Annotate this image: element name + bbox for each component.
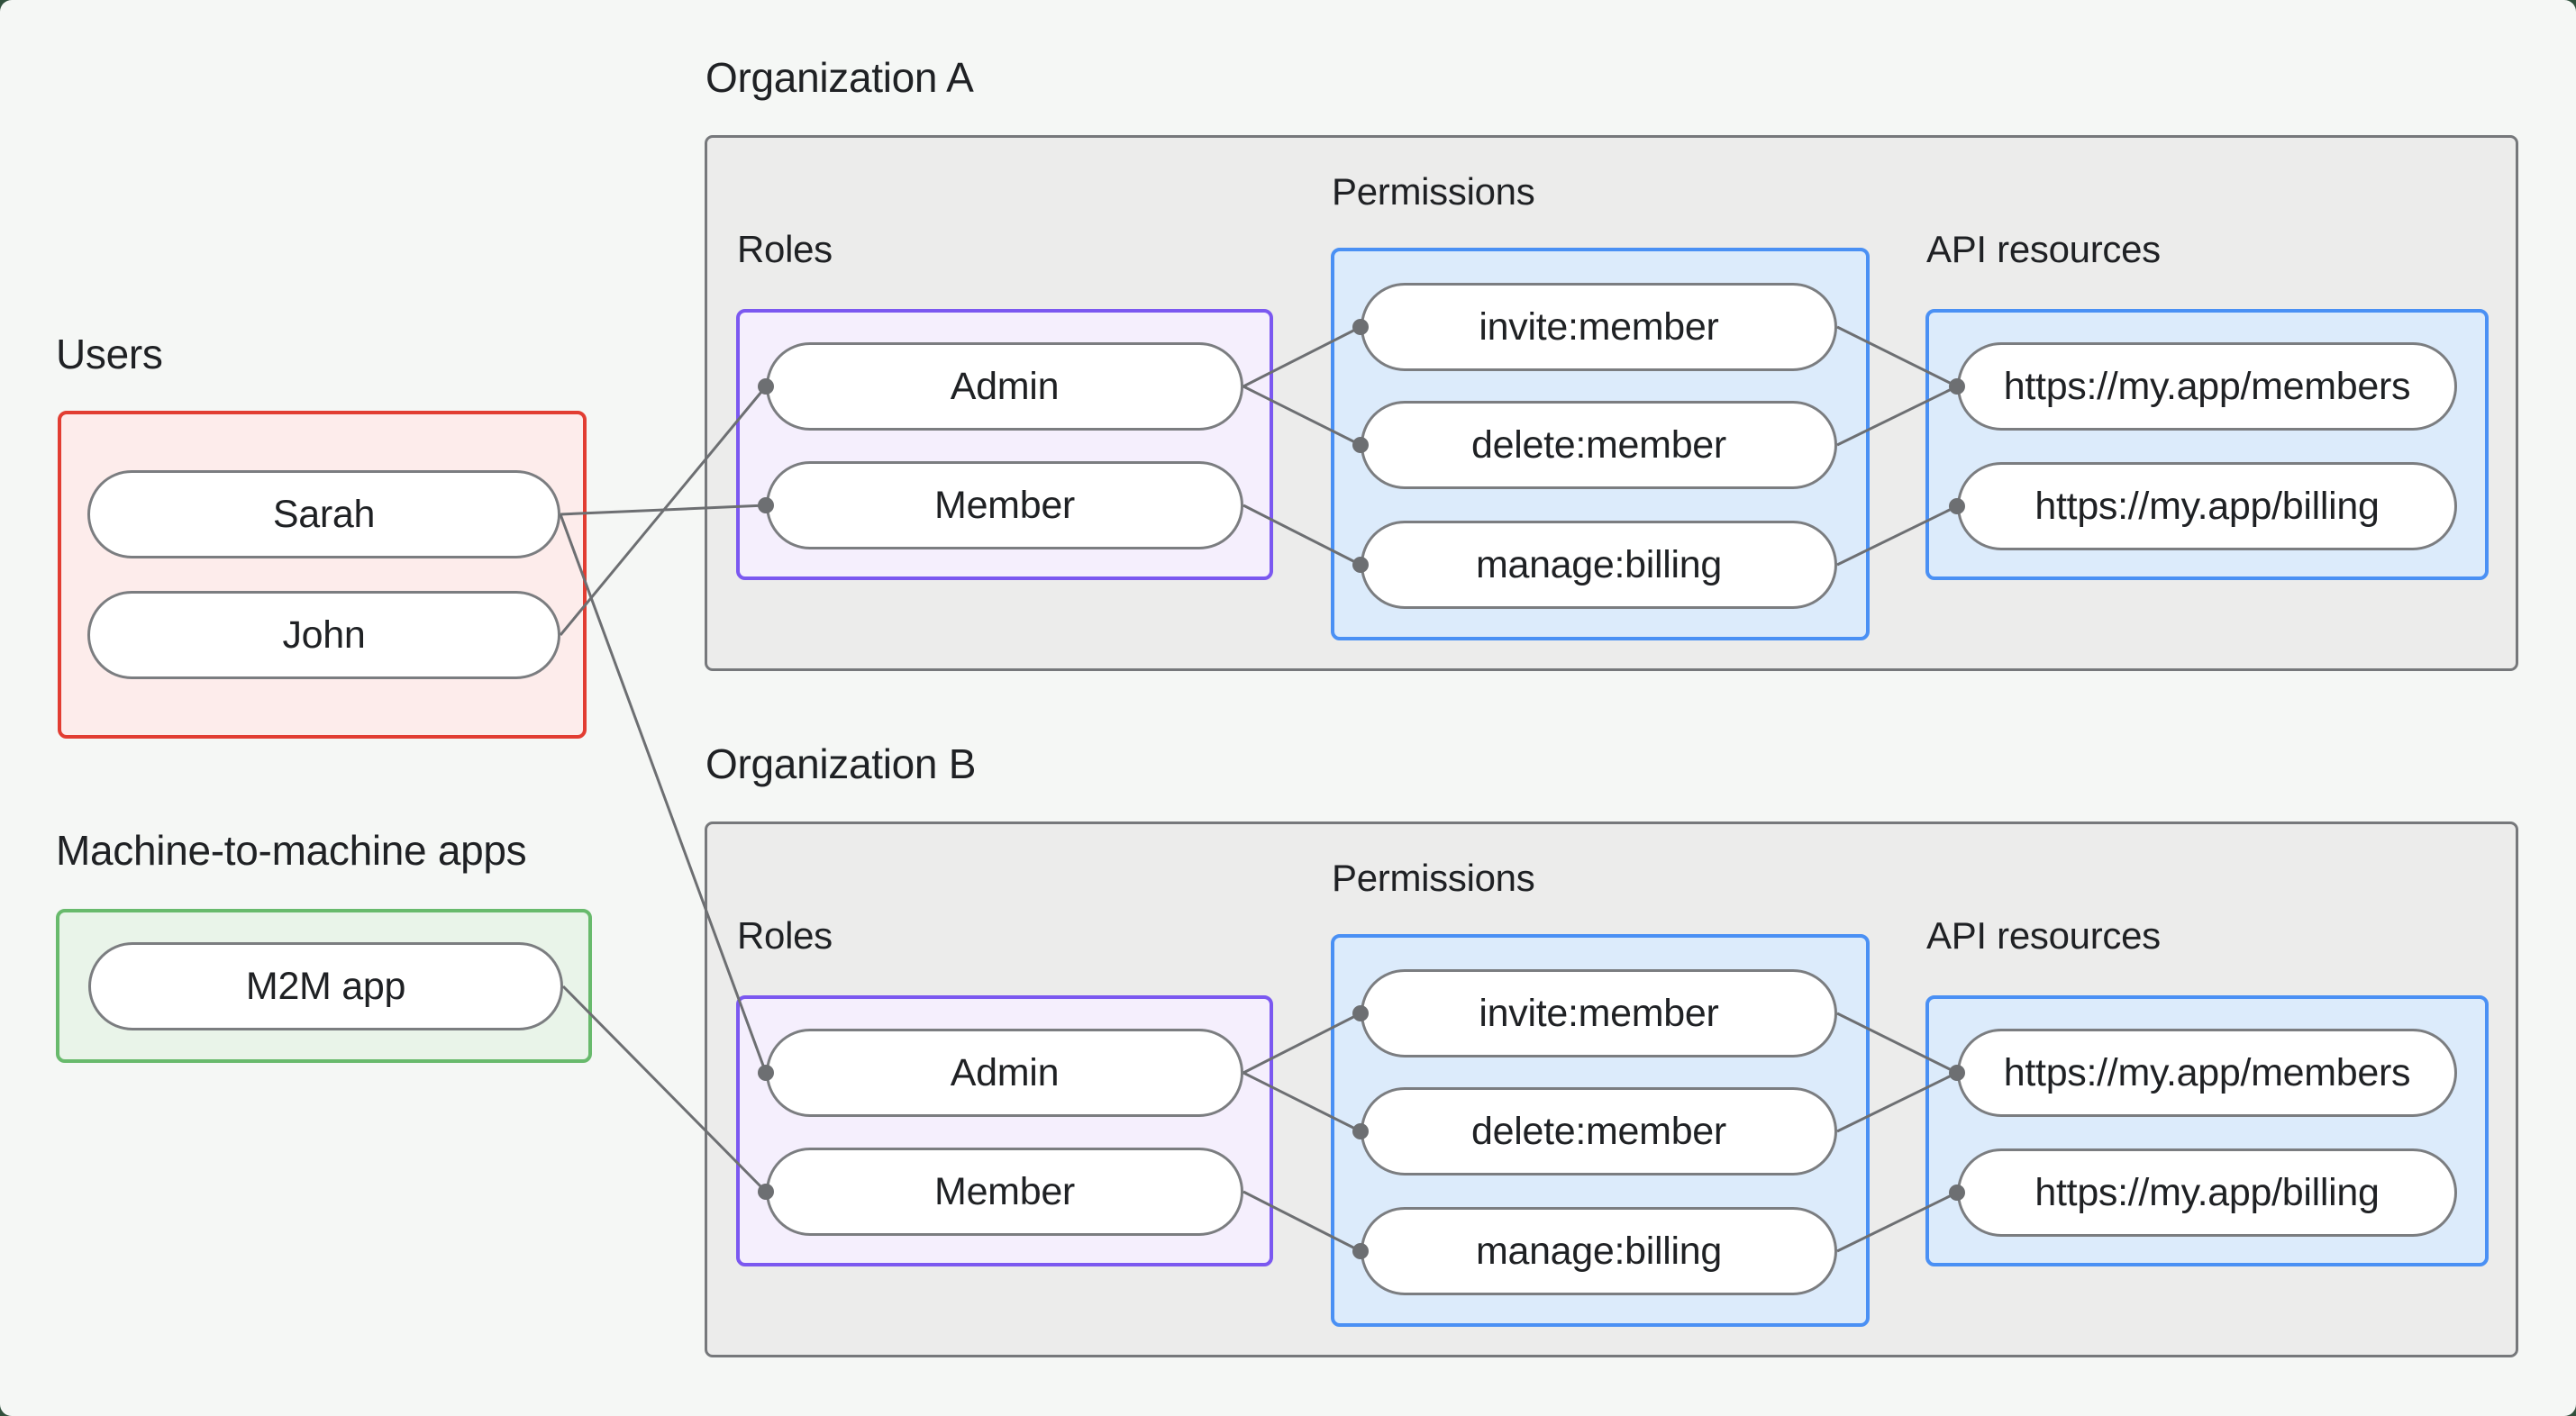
node-org-a-perm-manage-billing: manage:billing [1361,521,1837,609]
org-b-permissions-label: Permissions [1332,857,1535,899]
users-group-box [58,411,587,739]
org-b-label: Organization B [705,740,977,787]
node-user-john: John [87,591,560,679]
node-org-a-perm-delete-member: delete:member [1361,401,1837,489]
node-org-a-perm-invite-member: invite:member [1361,283,1837,371]
node-org-a-api-members: https://my.app/members [1957,342,2457,431]
org-a-api-resources-label: API resources [1926,228,2161,270]
node-org-b-perm-invite-member: invite:member [1361,969,1837,1057]
node-org-b-api-members: https://my.app/members [1957,1029,2457,1117]
org-b-api-resources-label: API resources [1926,914,2161,957]
node-org-b-api-billing: https://my.app/billing [1957,1148,2457,1237]
node-org-a-api-billing: https://my.app/billing [1957,462,2457,550]
node-org-b-role-member: Member [766,1148,1243,1236]
users-group-label: Users [56,331,163,377]
m2m-group-label: Machine-to-machine apps [56,827,527,874]
org-a-roles-label: Roles [737,228,833,270]
org-a-label: Organization A [705,54,974,101]
node-org-b-role-admin: Admin [766,1029,1243,1117]
node-org-a-role-admin: Admin [766,342,1243,431]
org-a-permissions-label: Permissions [1332,170,1535,213]
node-user-sarah: Sarah [87,470,560,558]
node-org-b-perm-manage-billing: manage:billing [1361,1207,1837,1295]
org-b-roles-label: Roles [737,914,833,957]
node-org-a-role-member: Member [766,461,1243,549]
node-org-b-perm-delete-member: delete:member [1361,1087,1837,1175]
node-m2m-app: M2M app [88,942,563,1030]
